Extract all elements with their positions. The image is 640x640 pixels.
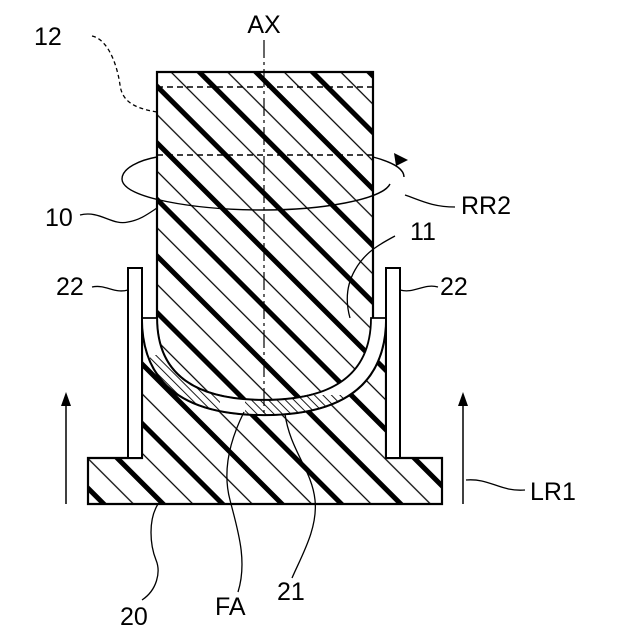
label-fa: FA xyxy=(215,593,246,621)
label-ax: AX xyxy=(247,11,281,39)
label-12: 12 xyxy=(34,23,62,51)
lift-arrow-right-head xyxy=(458,392,468,406)
label-22-right: 22 xyxy=(440,273,468,301)
leader-10 xyxy=(80,208,157,223)
label-21: 21 xyxy=(277,578,305,606)
label-20: 20 xyxy=(120,603,148,631)
rotation-rr2-arrowhead xyxy=(394,153,408,166)
label-11: 11 xyxy=(410,218,436,246)
lift-arrow-left-head xyxy=(61,392,71,406)
label-10: 10 xyxy=(45,204,73,232)
wall-22-right xyxy=(386,268,400,458)
label-22-left: 22 xyxy=(56,273,84,301)
leader-rr2 xyxy=(405,195,455,207)
label-lr1: LR1 xyxy=(530,478,576,506)
wall-22-left xyxy=(128,268,142,458)
element-10 xyxy=(157,72,373,400)
label-rr2: RR2 xyxy=(461,192,511,220)
leader-22-left xyxy=(92,286,128,291)
leader-lr1 xyxy=(466,480,525,490)
leader-22-right xyxy=(400,286,438,291)
leader-12 xyxy=(92,36,157,112)
leader-20 xyxy=(142,504,158,600)
